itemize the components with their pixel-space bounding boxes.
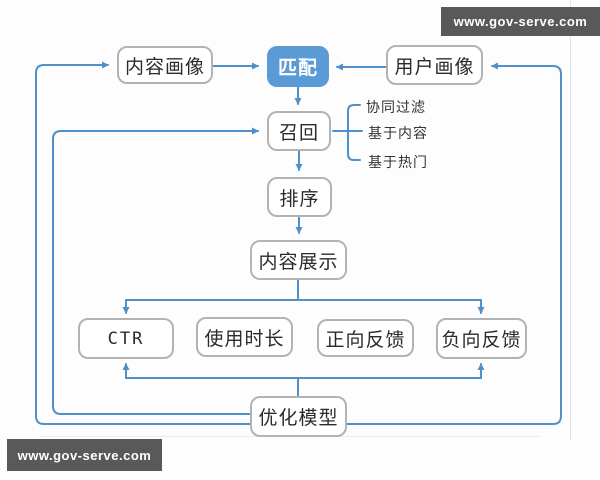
node-optimize-model-label: 优化模型 <box>258 408 339 429</box>
watermark-top-right: www.gov-serve.com <box>441 7 600 36</box>
page-edge <box>570 0 571 440</box>
node-negative-feedback: 负向反馈 <box>436 318 527 359</box>
node-content-profile: 内容画像 <box>117 46 213 84</box>
node-usage-time: 使用时长 <box>196 317 293 357</box>
bracket-recall-branches <box>347 104 361 161</box>
watermark-text: www.gov-serve.com <box>453 14 588 29</box>
branch-popularity-based: 基于热门 <box>368 154 428 170</box>
node-ctr-label: CTR <box>107 328 145 349</box>
node-recall: 召回 <box>267 111 331 151</box>
node-match: 匹配 <box>267 46 329 87</box>
node-content-display: 内容展示 <box>250 240 347 280</box>
loop-optimize-to-userprofile <box>346 62 562 425</box>
node-positive-feedback: 正向反馈 <box>317 319 414 357</box>
node-ctr: CTR <box>78 318 174 359</box>
node-positive-feedback-label: 正向反馈 <box>325 329 406 351</box>
node-rank-label: 排序 <box>279 188 320 210</box>
node-user-profile-label: 用户画像 <box>394 56 475 78</box>
watermark-bottom-left: www.gov-serve.com <box>7 439 162 471</box>
node-user-profile: 用户画像 <box>386 45 483 85</box>
node-match-label: 匹配 <box>277 58 318 79</box>
loop-optimize-to-contentprofile <box>35 61 251 425</box>
node-optimize-model: 优化模型 <box>250 396 347 437</box>
node-usage-time-label: 使用时长 <box>204 328 285 350</box>
node-negative-feedback-label: 负向反馈 <box>441 330 522 351</box>
node-content-profile-label: 内容画像 <box>124 56 205 78</box>
branch-collaborative-filtering: 协同过滤 <box>366 99 426 115</box>
watermark-text: www.gov-serve.com <box>17 447 152 463</box>
branch-content-based: 基于内容 <box>368 125 428 141</box>
node-recall-label: 召回 <box>278 122 319 144</box>
loop-optimize-to-recall <box>52 127 259 415</box>
node-content-display-label: 内容展示 <box>258 251 339 273</box>
node-rank: 排序 <box>267 177 332 217</box>
